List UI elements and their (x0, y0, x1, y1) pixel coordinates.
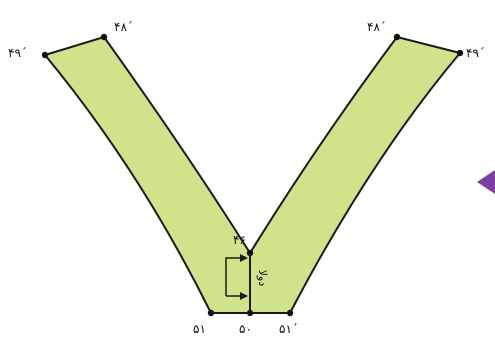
label-51: ۵۱ (193, 322, 206, 336)
label-49-right: ۴۹´ (466, 46, 485, 60)
point-49-left (41, 51, 49, 59)
label-50: ۵۰ (239, 322, 252, 336)
label-46: ۴۶ (233, 233, 246, 247)
point-49-right (456, 49, 464, 57)
vertex-points (41, 33, 464, 317)
label-51-prime: ۵۱´ (279, 322, 298, 336)
label-48-left: ۴۸´ (114, 20, 133, 34)
fold-arrowhead-bottom (240, 292, 248, 300)
purple-arrow-icon (477, 170, 495, 194)
left-pattern-piece (43, 35, 251, 314)
fold-label: دولا (256, 270, 269, 287)
label-48-right: ۴۸´ (367, 20, 386, 34)
label-49-left: ۴۹´ (8, 46, 27, 60)
point-50 (246, 309, 254, 317)
point-48-left (100, 33, 108, 41)
right-pattern-piece (249, 35, 462, 314)
point-48-right (393, 33, 401, 41)
point-46 (246, 249, 254, 257)
point-51 (207, 309, 215, 317)
fold-arrowhead-top (240, 254, 248, 262)
point-51-prime (286, 309, 294, 317)
